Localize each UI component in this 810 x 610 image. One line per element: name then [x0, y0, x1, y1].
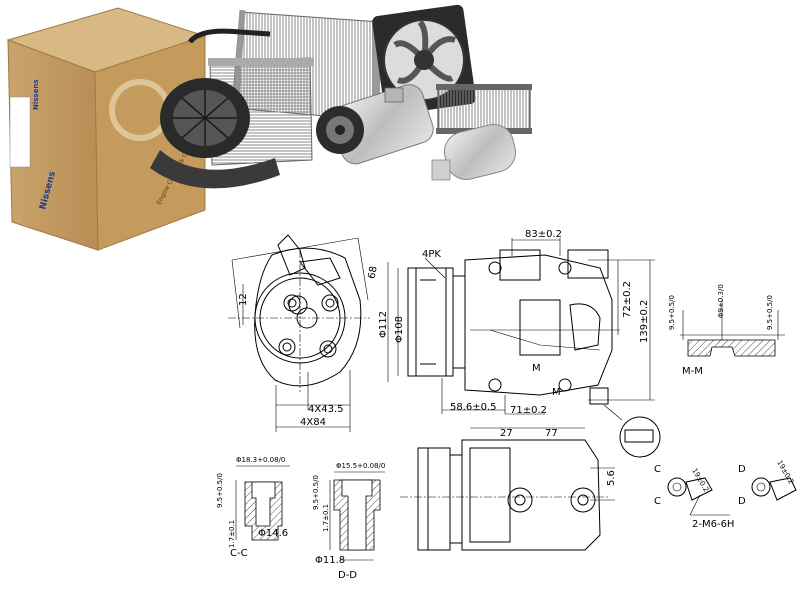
dim-77: 77 [545, 428, 558, 439]
section-mark-m2: M [552, 387, 561, 398]
connector-detail [619, 416, 661, 458]
refrigerant-pipe [187, 28, 271, 44]
section-c-c-label: C-C [230, 548, 248, 559]
section-m-m-label: M-M [682, 366, 703, 377]
blower-motor [150, 78, 280, 189]
mm-dim-mid: Φ9+0.3/0 [717, 284, 725, 318]
dim-68: 68 [367, 265, 380, 279]
dim-71: 71±0.2 [510, 405, 547, 416]
dim-12: 12 [238, 293, 249, 306]
port-c-mark-2: C [654, 496, 661, 507]
dim-5-6: 5.6 [606, 470, 617, 486]
port-d-mark-2: D [738, 496, 746, 507]
thread-spec: 2-M6-6H [692, 519, 734, 530]
dim-4x84: 4X84 [300, 417, 326, 428]
port-details [667, 477, 797, 516]
section-d-d-label: D-D [338, 570, 357, 581]
dd-dim-top: Φ15.5+0.08/0 [336, 462, 385, 470]
dim-diameter-112: Φ112 [378, 311, 389, 338]
dim-72: 72±0.2 [622, 281, 633, 318]
dd-dim-low: 1.7±0.1 [322, 504, 330, 532]
port-d-mark-1: D [738, 464, 746, 475]
section-d-d [329, 471, 385, 561]
front-view [228, 234, 370, 432]
mm-dim-right: 9.5+0.5/0 [766, 295, 774, 330]
mm-dim-left: 9.5+0.5/0 [668, 295, 676, 330]
port-c-mark-1: C [654, 464, 661, 475]
box-label [9, 96, 31, 168]
dim-83: 83±0.2 [525, 229, 562, 240]
cc-dim-bottom: Φ14.6 [258, 528, 288, 539]
cc-dim-top: Φ18.3+0.08/0 [236, 456, 285, 464]
section-c-c [235, 465, 290, 541]
dd-dim-bottom: Φ11.8 [315, 555, 345, 566]
dd-dim-left: 9.5+0.5/0 [312, 475, 320, 510]
cc-dim-low: 1.7±0.1 [228, 520, 236, 548]
section-m-m [680, 300, 785, 357]
bottom-view [400, 427, 615, 551]
section-mark-m1: M [532, 363, 541, 374]
dim-diameter-108: Φ108 [394, 316, 405, 343]
belt-label: 4PK [422, 249, 441, 260]
cc-dim-left: 9.5+0.5/0 [216, 473, 224, 508]
dim-4x43-5: 4X43.5 [308, 404, 343, 415]
dim-58-6: 58.6±0.5 [450, 402, 497, 413]
dim-139: 139±0.2 [639, 300, 650, 343]
receiver-drier [431, 123, 517, 181]
ac-compressor [316, 84, 434, 165]
port-d-dim-19: 19±0.2 [775, 459, 795, 485]
box-brand-top: Nissens [32, 80, 40, 111]
dim-27: 27 [500, 428, 513, 439]
side-view [387, 238, 661, 458]
